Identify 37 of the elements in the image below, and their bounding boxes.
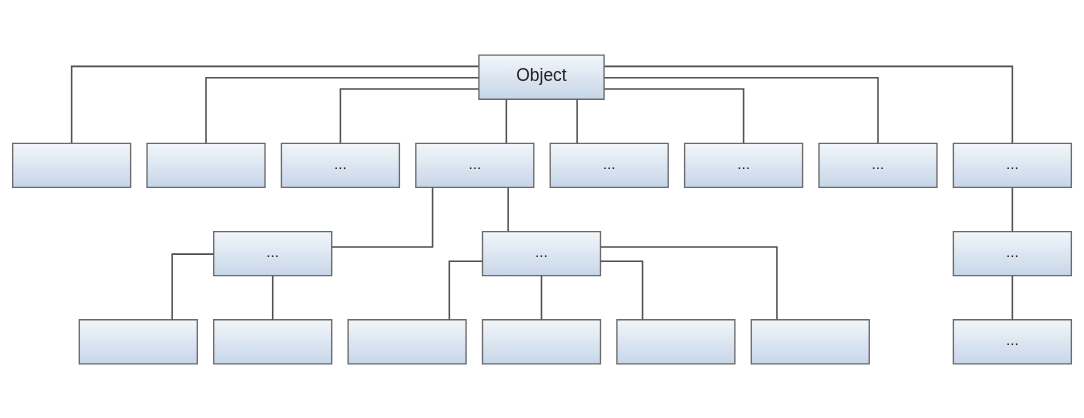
- connector: [331, 186, 434, 248]
- node-box: [750, 318, 870, 365]
- node-box: ...: [549, 142, 669, 188]
- connector: [599, 245, 778, 320]
- connector: [205, 76, 480, 144]
- node-box: [213, 318, 333, 365]
- node-box: ...: [213, 230, 333, 276]
- connector: [171, 252, 215, 320]
- node-box: ...: [952, 318, 1073, 365]
- connector: [576, 98, 578, 144]
- connector: [599, 260, 644, 320]
- node-box: ...: [683, 142, 804, 188]
- node-box: ...: [818, 142, 938, 188]
- connector: [603, 76, 879, 144]
- node-box: [347, 318, 467, 365]
- node-box: [78, 318, 198, 365]
- connector: [603, 87, 745, 144]
- connector: [1011, 186, 1014, 232]
- node-box: ...: [952, 142, 1073, 188]
- node-box: [481, 318, 602, 365]
- connector: [540, 274, 543, 320]
- connector: [339, 87, 480, 144]
- connector: [1011, 274, 1014, 320]
- node-box: ...: [952, 230, 1073, 276]
- connector: [505, 98, 508, 144]
- connector: [271, 274, 274, 320]
- node-box: [616, 318, 736, 365]
- node-box: [146, 142, 266, 188]
- node-box: Object: [478, 53, 605, 100]
- connector: [70, 65, 480, 144]
- connector: [603, 65, 1014, 144]
- node-box: [11, 142, 132, 188]
- node-box: ...: [280, 142, 401, 188]
- connector: [507, 186, 509, 232]
- connector: [448, 260, 484, 320]
- node-box: ...: [415, 142, 535, 188]
- node-box: ...: [481, 230, 602, 276]
